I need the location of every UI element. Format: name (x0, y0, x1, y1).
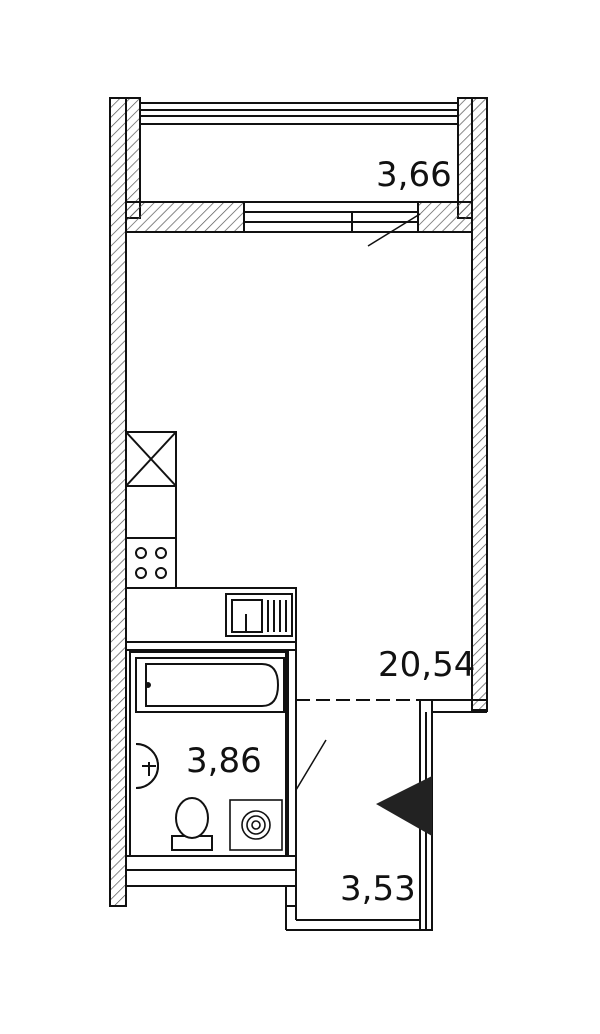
bathtub-icon (135, 657, 285, 713)
right-wall (471, 97, 488, 711)
counter (125, 485, 177, 539)
walls (109, 97, 488, 907)
balcony-left-post (125, 97, 141, 219)
stove-icon (125, 537, 177, 589)
balcony-wall-right (417, 201, 473, 233)
kitchen (125, 431, 297, 643)
living-area-label: 20,54 (378, 645, 475, 685)
washbasin-icon (135, 743, 160, 789)
toilet-icon (171, 797, 213, 851)
balcony-wall-left (125, 201, 245, 233)
boiler-icon (229, 799, 283, 851)
balcony-right-post (457, 97, 473, 219)
bathroom-area-label: 3,86 (186, 741, 262, 781)
balcony-area-label: 3,66 (376, 155, 452, 195)
sink-icon (225, 593, 293, 637)
left-wall (109, 97, 127, 907)
hall-area-label: 3,53 (340, 869, 416, 909)
balcony-door (243, 201, 419, 233)
bathroom-walls (125, 641, 327, 887)
entrance-arrow-icon (376, 776, 432, 836)
